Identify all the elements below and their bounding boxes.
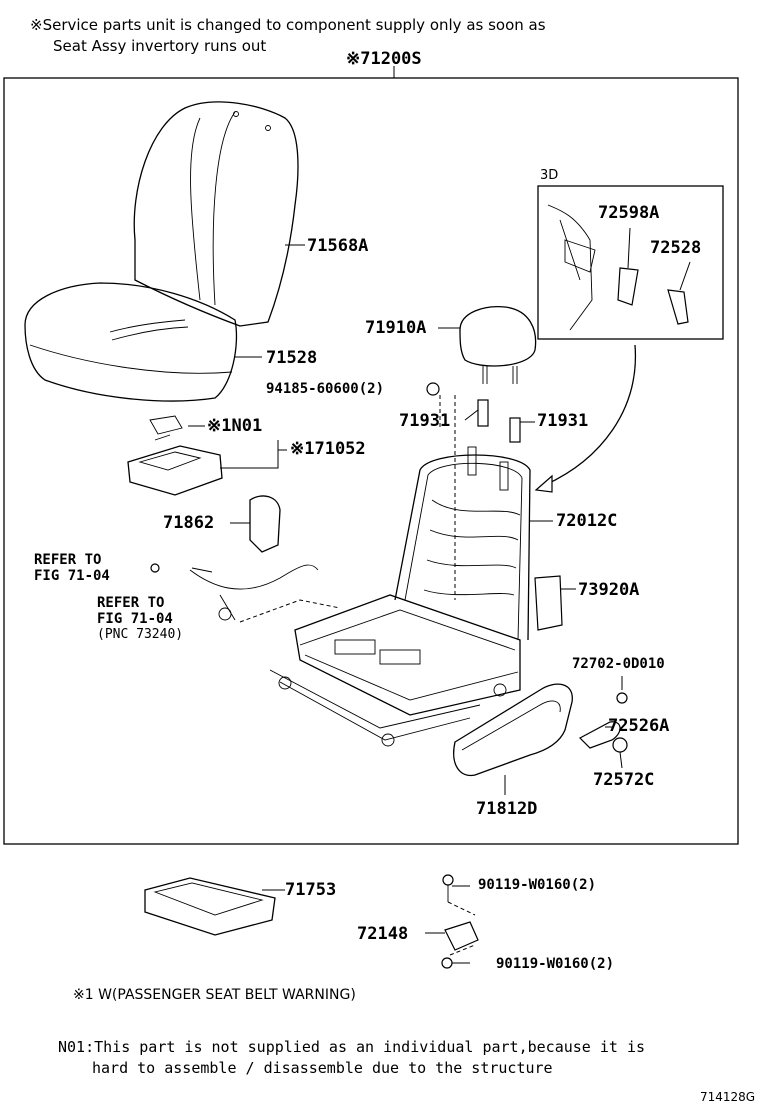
recliner-knob-parts [579,676,628,769]
part-72012C: 72012C [556,511,618,531]
part-90119-b: 90119-W0160(2) [496,956,615,972]
part-71568A: 71568A [307,236,369,256]
part-73920A: 73920A [578,580,640,600]
side-shield [453,683,573,795]
part-71753: 71753 [285,880,337,900]
figure-id: 714128G [700,1090,756,1104]
ref2-line2: FIG 71-04 [97,611,173,627]
assembly-label: ※71200S [346,49,422,69]
n01-note-line2: hard to assemble / disassemble due to th… [92,1059,553,1077]
inset-arrow [544,344,637,486]
service-note-line1: ※Service parts unit is changed to compon… [30,16,546,34]
part-72528: 72528 [650,238,702,258]
seat-pad [144,877,285,936]
headrest [438,306,537,384]
part-72598A: 72598A [598,203,660,223]
seat-belt-sensor [425,874,479,969]
part-71862: 71862 [163,513,215,533]
n01-note-line1: N01:This part is not supplied as an indi… [58,1038,645,1056]
inset-arrow-head [534,474,553,493]
part-71931-a: 71931 [399,411,451,431]
seat-cushion-cover [24,282,262,402]
occupant-sensor-pad [127,415,287,496]
part-N01: ※1N01 [207,416,263,436]
seat-track-base [269,594,521,747]
recliner-inset-box [537,185,724,340]
part-94185: 94185-60600(2) [266,381,385,397]
inset-label: 3D [540,168,559,183]
ref2-line1: REFER TO [97,595,165,611]
seatback-cover [133,101,305,327]
headrest-guides [426,382,535,443]
ref1-line1: REFER TO [34,552,102,568]
part-71528: 71528 [266,348,318,368]
seat-frame [394,446,553,641]
part-90119-a: 90119-W0160(2) [478,877,597,893]
part-71931-b: 71931 [537,411,589,431]
part-71812D: 71812D [476,799,538,819]
service-note-line2: Seat Assy invertory runs out [53,37,267,55]
part-171052: ※171052 [290,439,366,459]
part-71910A: 71910A [365,318,427,338]
recliner-cover [534,575,576,631]
ref1-line2: FIG 71-04 [34,568,110,584]
wire-harness [150,495,341,623]
assembly-frame [3,77,739,845]
footnote-w: ※1 W(PASSENGER SEAT BELT WARNING) [73,987,356,1003]
part-72526A: 72526A [608,716,670,736]
ref2-line3: (PNC 73240) [97,627,184,642]
part-72572C: 72572C [593,770,655,790]
part-72702-0D010: 72702-0D010 [572,656,665,672]
part-72148: 72148 [357,924,409,944]
